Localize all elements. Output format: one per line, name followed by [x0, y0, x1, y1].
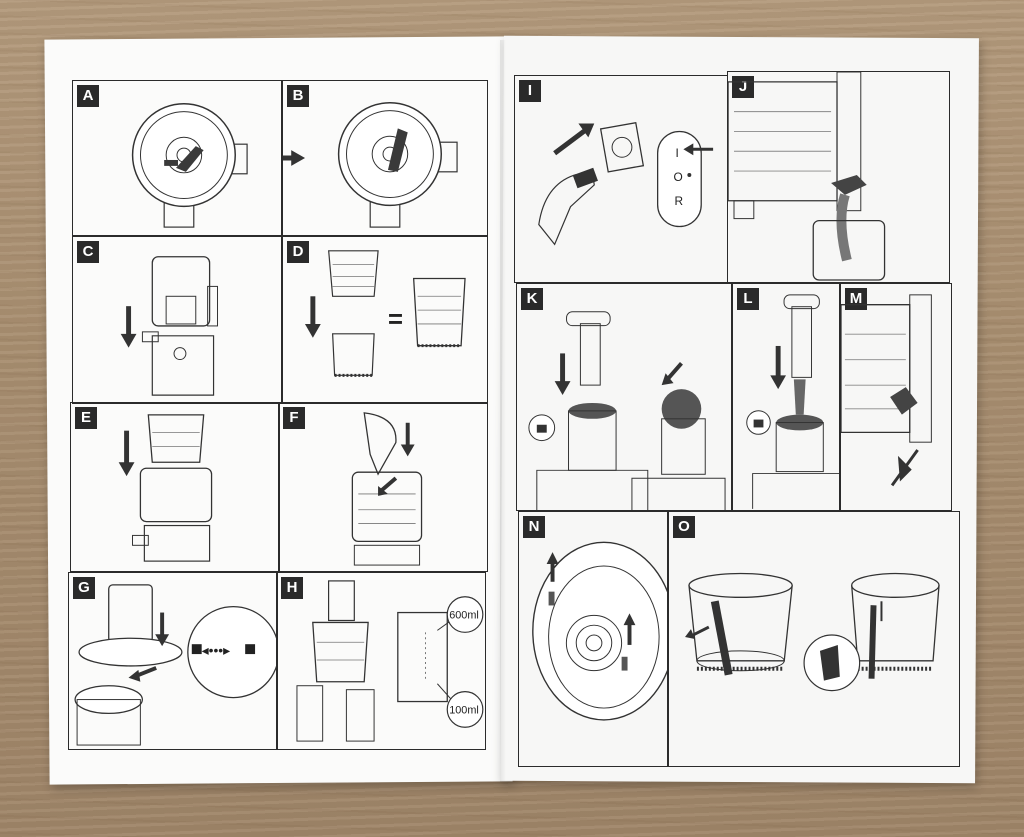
step-panel-j: J [727, 71, 950, 283]
strainer-into-bowl-illustration [118, 414, 213, 562]
feeding-tube-apple-illustration [528, 311, 726, 510]
equals-sign: = [388, 306, 403, 334]
step-panel-i: I I O R [514, 75, 728, 283]
juice-dispensing-illustration [728, 72, 886, 281]
step-label: F [283, 407, 305, 429]
lock-direction-dots: ◂•••▸ [202, 642, 230, 658]
step-panel-l: L [732, 283, 840, 511]
step-label: H [281, 577, 303, 599]
strainer-assembly-illustration: = [304, 250, 466, 377]
juicer-base-lock-illustration [131, 102, 248, 228]
step-label: D [287, 241, 309, 263]
step-panel-n: N [518, 511, 668, 767]
step-panel-h: H 600ml 100ml [276, 572, 486, 750]
switch-reverse-label: R [674, 194, 683, 208]
page-fold-shadow [500, 40, 506, 782]
assembled-juicer-with-cups-illustration: 600ml 100ml [296, 580, 484, 742]
juicing-bowl-install-illustration [120, 256, 219, 396]
step-panel-e: E [70, 402, 280, 572]
step-panel-b: B [282, 80, 488, 236]
step-label: E [75, 407, 97, 429]
step-label: O [673, 516, 695, 538]
step-panel-g: G ◂•••▸ [68, 572, 278, 750]
step-label: N [523, 516, 545, 538]
step-label: B [287, 85, 309, 107]
strainer-brush-cleaning-illustration [685, 572, 940, 692]
feeding-tube-carrot-illustration [746, 294, 839, 509]
step-label: C [77, 241, 99, 263]
plug-in-and-switch-illustration: I O R [538, 122, 714, 246]
step-panel-k: K [516, 283, 732, 511]
step-label: L [737, 288, 759, 310]
measure-600-label: 600ml [449, 609, 479, 621]
juicer-base-unlocked-illustration [283, 101, 458, 228]
step-label: I [519, 80, 541, 102]
step-panel-a: A [72, 80, 282, 236]
measure-100-label: 100ml [449, 704, 479, 716]
switch-off-label: O [673, 170, 682, 184]
step-panel-o: O [668, 511, 960, 767]
drip-stopper-illustration [841, 294, 932, 487]
step-panel-c: C [72, 236, 282, 404]
step-label: A [77, 85, 99, 107]
lid-lock-illustration: ◂•••▸ [74, 584, 277, 746]
step-panel-f: F [278, 402, 488, 572]
step-panel-d: D = [282, 236, 488, 404]
bowl-cleaning-illustration [532, 541, 667, 721]
auger-install-illustration [351, 412, 423, 566]
switch-on-label: I [675, 146, 678, 160]
step-panel-m: M [840, 283, 952, 511]
step-label: K [521, 288, 543, 310]
step-label: G [73, 577, 95, 599]
